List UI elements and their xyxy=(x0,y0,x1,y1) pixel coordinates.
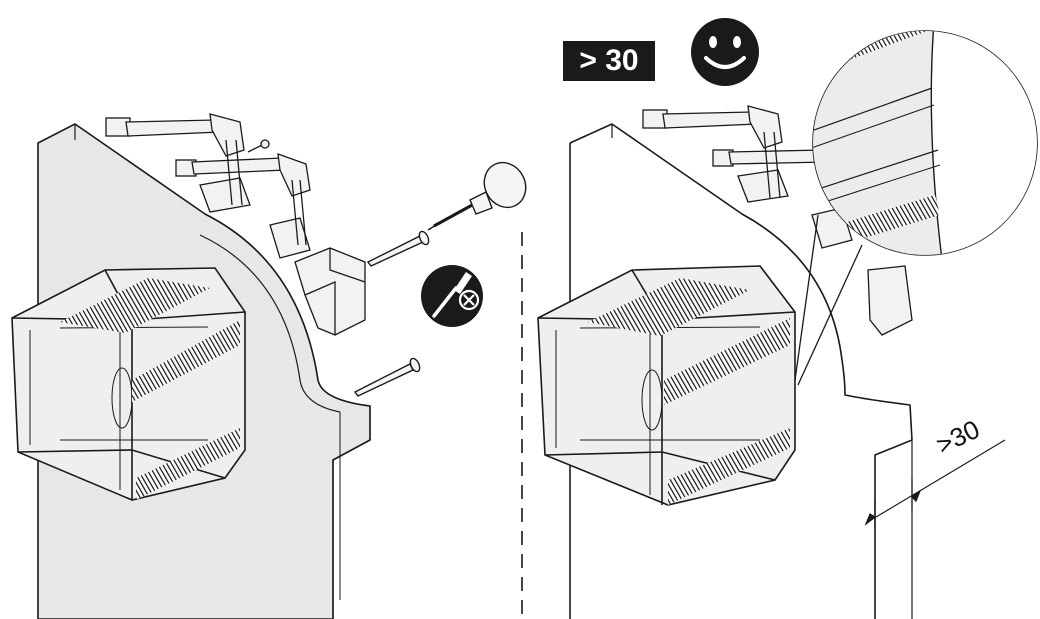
left-thermostat-head xyxy=(11,267,246,501)
dimension-lines xyxy=(864,439,1006,530)
right-bracket-assembly xyxy=(642,105,913,336)
left-bracket-assembly xyxy=(105,113,366,336)
left-scene xyxy=(11,113,527,619)
screwdriver xyxy=(427,161,527,231)
screwdriver-not-allowed-icon xyxy=(421,265,483,327)
right-scene xyxy=(537,30,1038,619)
left-screws xyxy=(353,230,430,397)
right-thermostat-head xyxy=(537,265,796,506)
clearance-badge: > 30 xyxy=(563,41,655,81)
smiley-face-icon xyxy=(691,18,759,86)
left-wall-side-face xyxy=(204,213,371,619)
